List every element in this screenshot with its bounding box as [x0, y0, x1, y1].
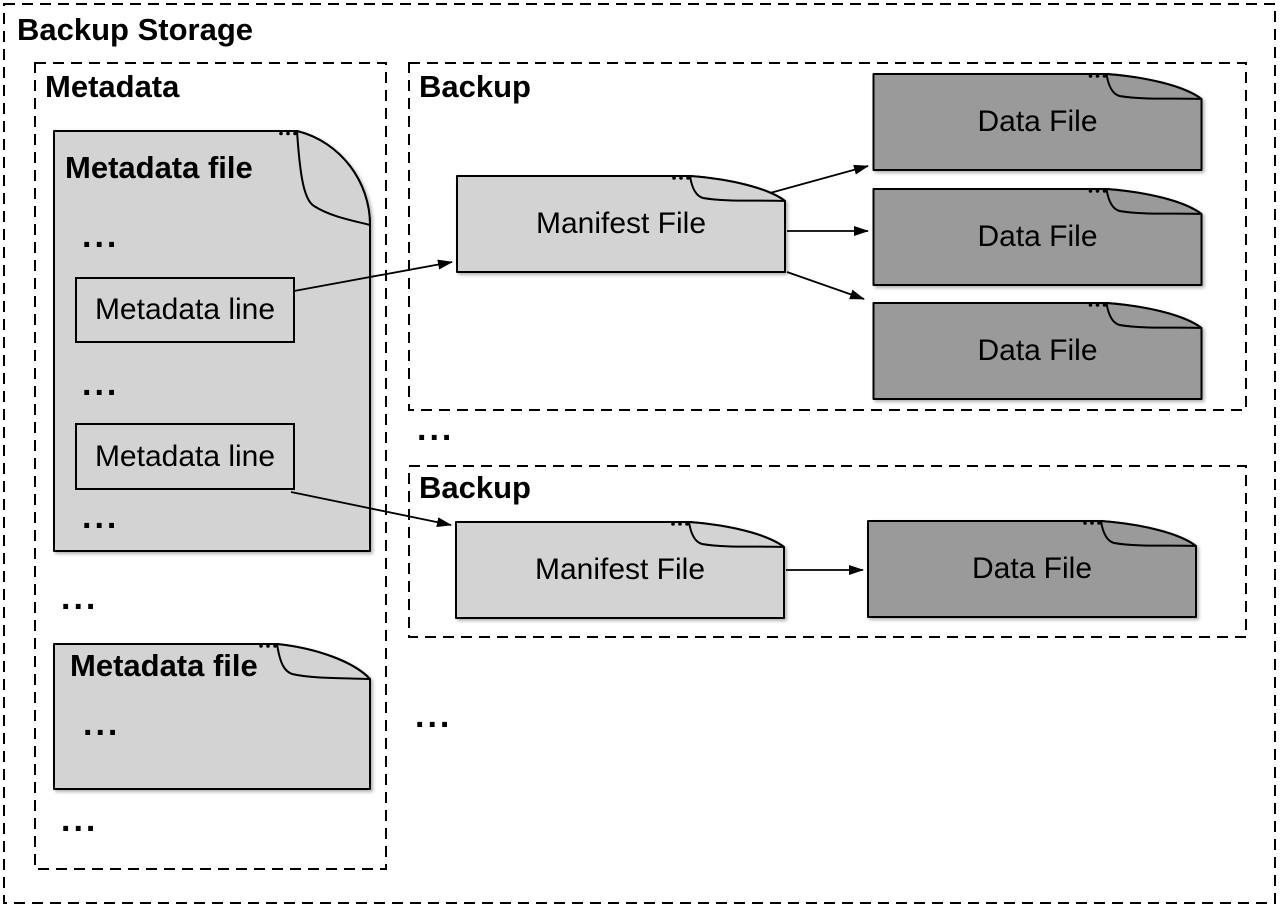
backup-1-container: Backup — [408, 62, 1247, 411]
metadata-line-box-1: Metadata line — [75, 277, 295, 343]
document-shape — [872, 188, 1203, 286]
document-shape — [455, 521, 785, 619]
manifest-file-1: Manifest File — [456, 175, 786, 273]
ellipsis: ... — [82, 498, 120, 536]
fold-dots — [279, 131, 297, 136]
document-shape — [867, 520, 1197, 618]
ellipsis: ... — [83, 705, 121, 743]
data-file-2-text: Data File — [977, 220, 1098, 253]
metadata-line-box-2: Metadata line — [75, 423, 295, 490]
fold-dots — [1088, 189, 1107, 193]
metadata-file-2: Metadata file ... — [53, 643, 371, 790]
metadata-label: Metadata — [45, 69, 180, 104]
backup-1-dashed-border — [408, 62, 1247, 411]
backup-storage-label: Backup Storage — [17, 12, 254, 47]
metadata-container: Metadata — [34, 62, 387, 870]
fold-dots — [259, 644, 277, 648]
ellipsis: ... — [61, 801, 99, 839]
document-shape — [872, 302, 1203, 400]
ellipsis: ... — [82, 365, 120, 403]
backup-storage-dashed-border — [3, 3, 1276, 904]
metadata-file-1-title: Metadata file — [65, 150, 253, 185]
backup-2-label: Backup — [419, 470, 531, 505]
data-file-1-text: Data File — [977, 105, 1098, 138]
manifest-file-2-text: Manifest File — [534, 553, 706, 586]
document-shape — [456, 175, 786, 273]
manifest-file-1-text: Manifest File — [535, 207, 707, 240]
backup-1-label: Backup — [419, 69, 531, 104]
metadata-line-2-text: Metadata line — [94, 439, 276, 473]
ellipsis: ... — [415, 697, 453, 735]
data-file-2: Data File — [872, 188, 1203, 286]
data-file-1: Data File — [872, 73, 1203, 171]
metadata-file-1: Metadata file ... Metadata line ... Meta… — [53, 130, 371, 552]
data-file-4-text: Data File — [971, 552, 1093, 585]
metadata-dashed-border — [34, 62, 387, 870]
backup-2-dashed-border — [408, 465, 1247, 638]
backup-storage-container: Backup Storage — [3, 3, 1276, 904]
fold-dots — [672, 176, 690, 180]
manifest-file-2: Manifest File — [455, 521, 785, 619]
fold-dots — [1083, 521, 1101, 525]
document-shape — [53, 643, 371, 790]
fold-dots — [671, 522, 689, 526]
data-file-3-text: Data File — [977, 334, 1098, 367]
data-file-3: Data File — [872, 302, 1203, 400]
ellipsis: ... — [82, 217, 120, 255]
fold-dots — [1088, 74, 1107, 78]
ellipsis: ... — [417, 410, 455, 448]
metadata-file-2-title: Metadata file — [70, 648, 258, 683]
document-shape — [872, 73, 1203, 171]
data-file-4: Data File — [867, 520, 1197, 618]
ellipsis: ... — [61, 579, 99, 617]
fold-dots — [1088, 303, 1107, 307]
metadata-line-1-text: Metadata line — [94, 293, 276, 326]
